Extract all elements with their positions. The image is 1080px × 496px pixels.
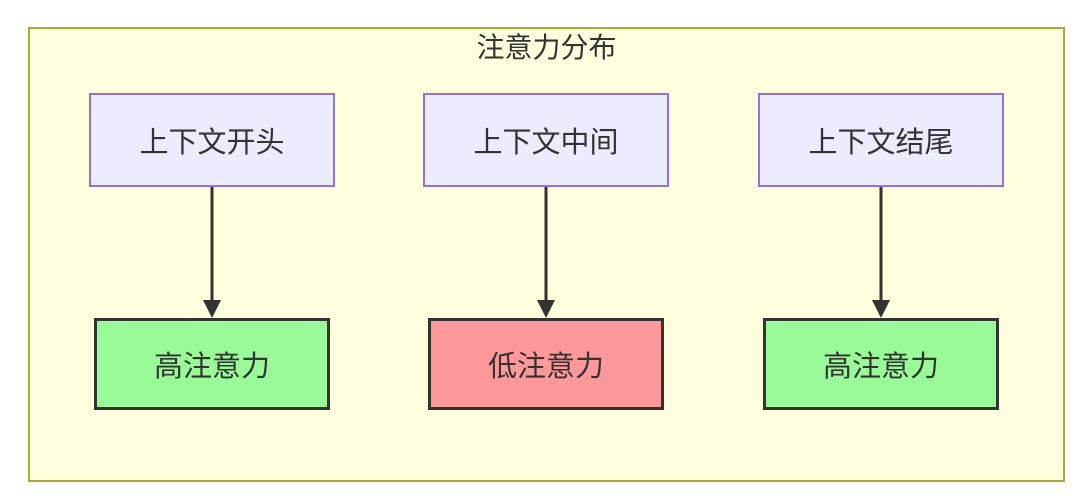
down-arrow-icon [203,187,221,318]
node-low-attention: 低注意力 [428,318,664,410]
node-high-attention-left: 高注意力 [94,318,330,410]
node-high-attention-right: 高注意力 [763,318,999,410]
node-context-end: 上下文结尾 [758,93,1004,187]
node-context-start: 上下文开头 [89,93,335,187]
flow-column-context-start: 上下文开头 高注意力 [82,93,342,410]
down-arrow-icon [872,187,890,318]
node-context-middle: 上下文中间 [423,93,669,187]
flow-column-context-end: 上下文结尾 高注意力 [751,93,1011,410]
down-arrow-icon [537,187,555,318]
flow-column-context-middle: 上下文中间 低注意力 [416,93,676,410]
diagram-title: 注意力分布 [476,32,617,63]
attention-distribution-subgraph: 注意力分布 上下文开头 高注意力 上下文中间 低注意力 上下文结尾 [28,27,1065,482]
